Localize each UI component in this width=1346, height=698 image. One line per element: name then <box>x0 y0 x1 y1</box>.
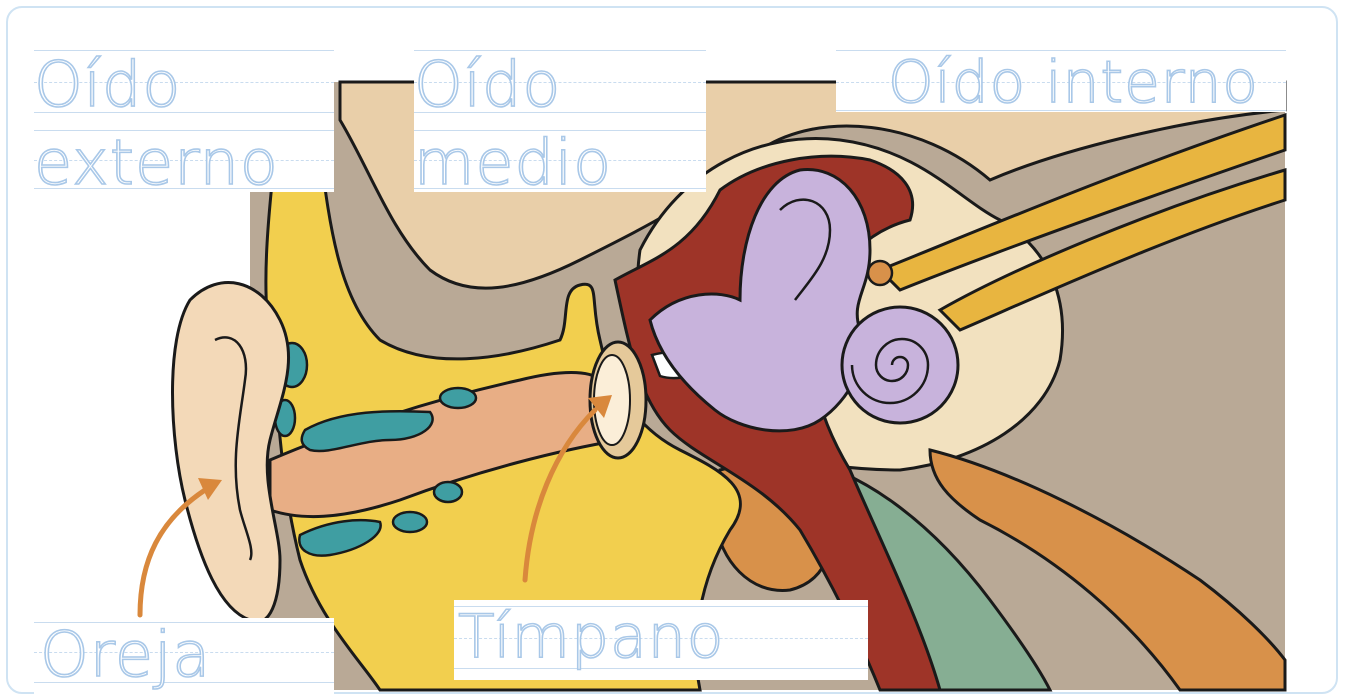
label-oido-interno: Oído interno <box>888 48 1259 112</box>
label-oido-medio-line2: medio <box>414 126 612 192</box>
gland-6 <box>393 512 427 532</box>
label-oido-interno-box: Oído interno <box>836 42 1286 112</box>
label-oido-externo-box: Oído externo <box>34 42 334 192</box>
label-oido-externo-line2: externo <box>34 126 279 192</box>
label-oreja: Oreja <box>40 618 211 691</box>
nerve-end <box>868 261 892 285</box>
gland-4 <box>440 388 476 408</box>
label-oido-externo-line1: Oído <box>34 48 181 121</box>
label-oreja-box: Oreja <box>34 618 334 694</box>
label-timpano: Tímpano <box>458 602 725 672</box>
label-oido-medio-box: Oído medio <box>414 42 706 192</box>
label-timpano-box: Tímpano <box>454 600 868 680</box>
gland-7 <box>434 482 462 502</box>
label-oido-medio-line1: Oído <box>414 48 561 121</box>
cochlea <box>842 307 958 423</box>
